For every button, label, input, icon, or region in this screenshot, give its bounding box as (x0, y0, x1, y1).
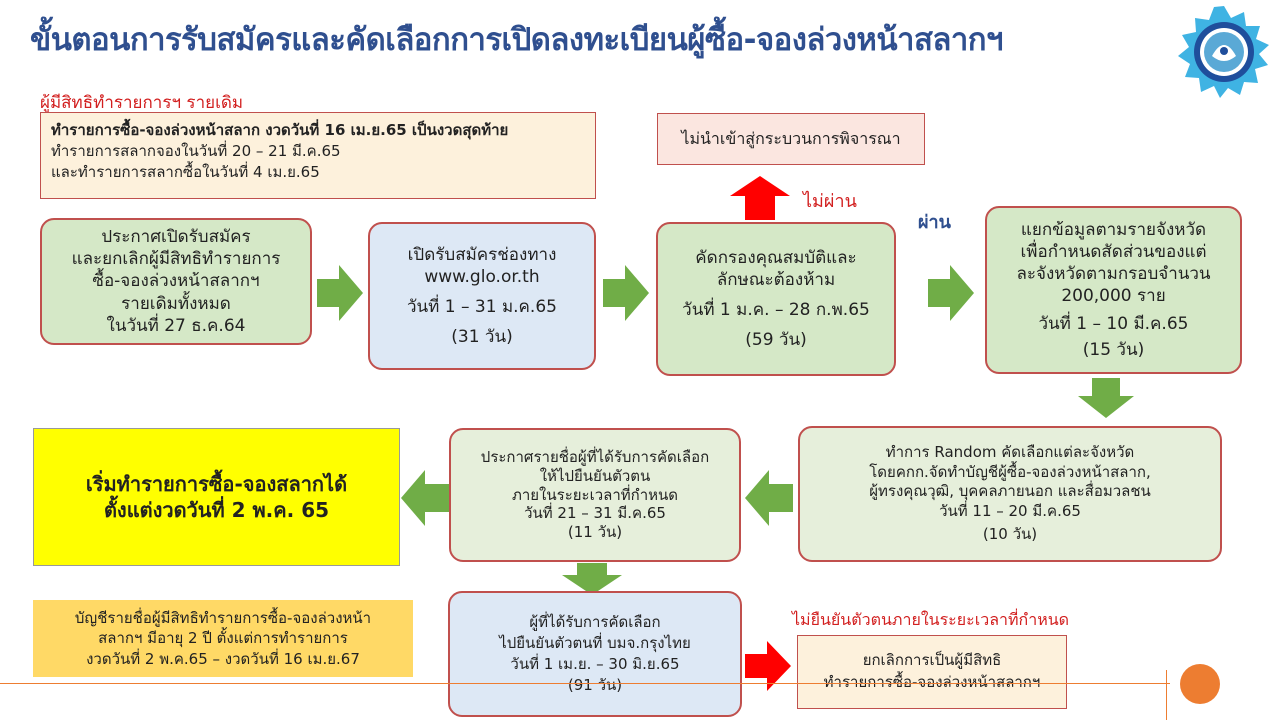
step-line: (10 วัน) (982, 525, 1038, 544)
existing-holders-line: ทำรายการซื้อ-จองล่วงหน้าสลาก งวดวันที่ 1… (51, 121, 509, 139)
fail-label: ไม่ผ่าน (803, 191, 857, 212)
step-line: ตั้งแต่งวดวันที่ 2 พ.ค. 65 (103, 498, 330, 522)
reject-box-label: ไม่นำเข้าสู่กระบวนการพิจารณา (681, 128, 901, 148)
footer-divider (1166, 670, 1167, 720)
step-line: และยกเลิกผู้มีสิทธิทำรายการ (71, 249, 281, 270)
arrow-right-icon (928, 265, 974, 321)
step-screen-box: คัดกรองคุณสมบัติและ ลักษณะต้องห้าม วันที… (656, 222, 896, 376)
step-line: เพื่อกำหนดสัดส่วนของแต่ (1020, 241, 1207, 262)
step-verify-box: ผู้ที่ได้รับการคัดเลือก ไปยืนยันตัวตนที่… (448, 591, 742, 717)
existing-holders-line: และทำรายการสลากซื้อในวันที่ 4 เม.ย.65 (51, 163, 320, 181)
step-line: ในวันที่ 27 ธ.ค.64 (106, 315, 246, 336)
step-line: โดยคกก.จัดทำบัญชีผู้ซื้อ-จองล่วงหน้าสลาก… (869, 462, 1151, 481)
arrow-down-icon (1078, 378, 1134, 418)
existing-holders-line: ทำรายการสลากจองในวันที่ 20 – 21 มี.ค.65 (51, 142, 341, 160)
pass-label: ผ่าน (918, 212, 951, 233)
step-start-box: เริ่มทำรายการซื้อ-จองสลากได้ ตั้งแต่งวดว… (33, 428, 400, 566)
step-line: www.glo.or.th (424, 266, 540, 287)
step-line: รายเดิมทั้งหมด (121, 293, 231, 314)
step-line: คัดกรองคุณสมบัติและ (695, 247, 857, 268)
step-line: ซื้อ-จองล่วงหน้าสลากฯ (92, 271, 260, 292)
step-line: วันที่ 1 ม.ค. – 28 ก.พ.65 (682, 300, 870, 320)
cancel-box: ยกเลิกการเป็นผู้มีสิทธิ ทำรายการซื้อ-จอง… (797, 635, 1067, 709)
cancel-line: ยกเลิกการเป็นผู้มีสิทธิ (862, 651, 1002, 670)
step-line: ผู้ทรงคุณวุฒิ, บุคคลภายนอก และสื่อมวลชน (869, 482, 1151, 501)
step-line: ให้ไปยืนยันตัวตน (539, 466, 651, 485)
step-line: วันที่ 21 – 31 มี.ค.65 (524, 504, 666, 523)
cancel-line: ทำรายการซื้อ-จองล่วงหน้าสลากฯ (823, 673, 1041, 691)
arrow-down-icon (562, 563, 622, 595)
step-line: (31 วัน) (451, 327, 513, 348)
step-line: (15 วัน) (1082, 340, 1145, 361)
existing-holders-heading: ผู้มีสิทธิทำรายการฯ รายเดิม (40, 93, 244, 113)
step-line: ผู้ที่ได้รับการคัดเลือก (529, 613, 661, 631)
footer-rule (0, 683, 1170, 684)
note-line: บัญชีรายชื่อผู้มีสิทธิทำรายการซื้อ-จองล่… (74, 609, 372, 628)
step-line: วันที่ 11 – 20 มี.ค.65 (939, 501, 1081, 520)
step-line: ภายในระยะเวลาที่กำหนด (511, 485, 679, 504)
step-line: ประกาศเปิดรับสมัคร (101, 227, 251, 248)
step-line: (59 วัน) (745, 330, 807, 351)
step-line: เริ่มทำรายการซื้อ-จองสลากได้ (85, 472, 348, 496)
step-announce-selected-box: ประกาศรายชื่อผู้ที่ได้รับการคัดเลือก ให้… (449, 428, 741, 562)
list-note-box: บัญชีรายชื่อผู้มีสิทธิทำรายการซื้อ-จองล่… (33, 600, 413, 677)
arrow-right-icon (317, 265, 363, 321)
step-line: แยกข้อมูลตามรายจังหวัด (1020, 219, 1207, 240)
step-line: ละจังหวัดตามกรอบจำนวน (1016, 263, 1211, 284)
arrow-right-icon (603, 265, 649, 321)
arrow-left-icon (745, 470, 793, 526)
footer-circle-icon (1180, 664, 1220, 704)
step-line: (91 วัน) (567, 676, 623, 694)
step-line: ลักษณะต้องห้าม (716, 269, 836, 290)
note-line: งวดวันที่ 2 พ.ค.65 – งวดวันที่ 16 เม.ย.6… (86, 649, 360, 668)
no-verify-label: ไม่ยืนยันตัวตนภายในระยะเวลาที่กำหนด (792, 610, 1070, 629)
arrow-left-icon (401, 470, 449, 526)
existing-holders-box: ทำรายการซื้อ-จองล่วงหน้าสลาก งวดวันที่ 1… (40, 112, 596, 199)
step-line: วันที่ 1 – 10 มี.ค.65 (1038, 314, 1189, 335)
step-line: (11 วัน) (567, 523, 623, 542)
glo-logo-icon (1176, 4, 1272, 100)
arrow-right-red-icon (745, 641, 791, 691)
step-random-box: ทำการ Random คัดเลือกแต่ละจังหวัด โดยคกก… (798, 426, 1222, 562)
step-line: เปิดรับสมัครช่องทาง (407, 244, 557, 265)
page-title: ขั้นตอนการรับสมัครและคัดเลือกการเปิดลงทะ… (30, 22, 1003, 58)
step-line: 200,000 ราย (1061, 286, 1166, 306)
step-register-box: เปิดรับสมัครช่องทาง www.glo.or.th วันที่… (368, 222, 596, 370)
step-line: ประกาศรายชื่อผู้ที่ได้รับการคัดเลือก (480, 448, 710, 467)
step-line: ทำการ Random คัดเลือกแต่ละจังหวัด (885, 443, 1135, 462)
step-allocate-box: แยกข้อมูลตามรายจังหวัด เพื่อกำหนดสัดส่วน… (985, 206, 1242, 374)
step-line: วันที่ 1 เม.ย. – 30 มิ.ย.65 (510, 655, 680, 673)
step-line: ไปยืนยันตัวตนที่ บมจ.กรุงไทย (499, 634, 691, 652)
fail-arrow-icon (730, 176, 790, 220)
step-announce-box: ประกาศเปิดรับสมัคร และยกเลิกผู้มีสิทธิทำ… (40, 218, 312, 345)
note-line: สลากฯ มีอายุ 2 ปี ตั้งแต่การทำรายการ (98, 629, 348, 648)
reject-box: ไม่นำเข้าสู่กระบวนการพิจารณา (657, 113, 925, 165)
step-line: วันที่ 1 – 31 ม.ค.65 (407, 297, 557, 317)
